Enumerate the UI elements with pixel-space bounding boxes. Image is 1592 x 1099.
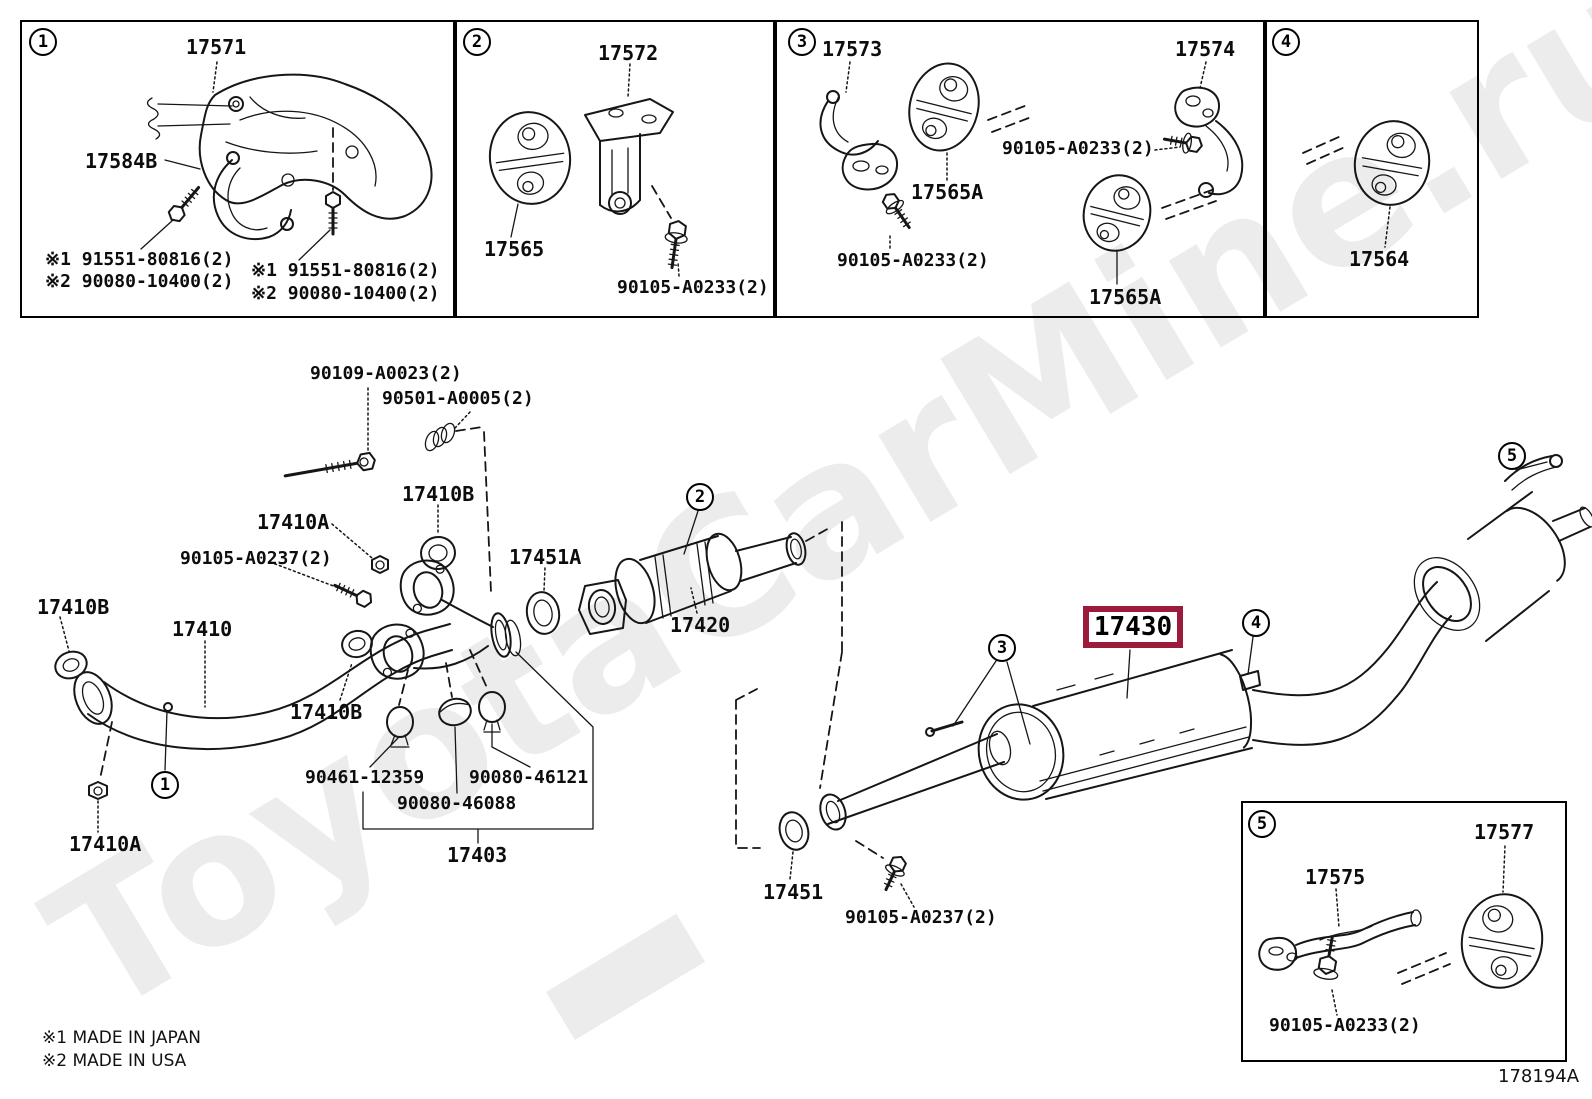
part-number-label: 17564 — [1349, 247, 1410, 271]
callout-number-5: 5 — [1498, 442, 1526, 470]
part-number-label: 17410A — [257, 510, 330, 534]
part-number-label: 90080-46088 — [397, 793, 517, 814]
part-number-label: 17410B — [37, 595, 110, 619]
catalytic-converter-illustration — [524, 511, 842, 848]
callout-number-4: 4 — [1242, 609, 1270, 637]
callout-number-3: 3 — [988, 634, 1016, 662]
part-number-label: 90105-A0233(2) — [1002, 138, 1154, 159]
note-made-in-japan: ※1 MADE IN JAPAN — [42, 1028, 201, 1048]
part-number-label: 17410A — [69, 832, 142, 856]
callout-number-2: 2 — [463, 28, 491, 56]
inset-box-4 — [1263, 20, 1479, 318]
part-number-label: ※2 90080-10400(2) — [251, 283, 440, 304]
callout-number-3: 3 — [788, 28, 816, 56]
tail-pipe-illustration — [1057, 455, 1592, 745]
part-number-label: 17573 — [822, 37, 883, 61]
flange-bolts-illustration — [284, 388, 491, 592]
callout-number-2: 2 — [686, 483, 714, 511]
part-number-label: ※1 91551-80816(2) — [251, 260, 440, 281]
callout-number-1: 1 — [151, 771, 179, 799]
part-number-label: 90105-A0233(2) — [617, 277, 769, 298]
part-number-label: 17565A — [911, 180, 984, 204]
hangers-rods-illustration — [820, 56, 1242, 284]
callout-number-5: 5 — [1248, 810, 1276, 838]
part-number-label: 17577 — [1474, 820, 1535, 844]
hanger-bracket-illustration — [484, 64, 689, 276]
part-number-label: 90109-A0023(2) — [310, 363, 462, 384]
part-number-label: 90105-A0233(2) — [1269, 1015, 1421, 1036]
inset-box-2 — [453, 20, 777, 318]
tailpipe-support-illustration — [1259, 846, 1549, 1015]
part-number-label: 17574 — [1175, 37, 1236, 61]
part-number-label: 17572 — [598, 41, 659, 65]
center-pipe-illustration — [270, 505, 593, 843]
part-number-label: 17410B — [290, 700, 363, 724]
inset-box-3 — [773, 20, 1267, 318]
part-number-label: ※2 90080-10400(2) — [45, 271, 234, 292]
note-made-in-usa: ※2 MADE IN USA — [42, 1051, 187, 1071]
part-number-label: 17584B — [85, 149, 158, 173]
part-number-label: 17571 — [186, 35, 247, 59]
highlighted-part-number[interactable]: 17430 — [1083, 606, 1183, 648]
part-number-label: 90105-A0237(2) — [180, 548, 332, 569]
part-number-label: 90501-A0005(2) — [382, 388, 534, 409]
part-number-label: 17451 — [763, 880, 824, 904]
middle-muffler-illustration — [776, 637, 1260, 907]
callout-number-4: 4 — [1272, 28, 1300, 56]
inset-box-5 — [1241, 801, 1567, 1062]
part-number-label: 17410B — [402, 482, 475, 506]
part-number-label: 17403 — [447, 843, 508, 867]
part-number-label: 17420 — [670, 613, 731, 637]
part-number-label: ※1 91551-80816(2) — [45, 249, 234, 270]
diagram-reference-code: 178194A — [1498, 1066, 1580, 1087]
inset-box-1 — [20, 20, 457, 318]
part-number-label: 17410 — [172, 617, 233, 641]
part-number-label: 17451A — [509, 545, 582, 569]
part-number-label: 90105-A0233(2) — [837, 250, 989, 271]
part-number-label: 90080-46121 — [469, 767, 589, 788]
part-number-label: 17565 — [484, 237, 545, 261]
part-number-label: 17575 — [1305, 865, 1366, 889]
part-number-label: 90105-A0237(2) — [845, 907, 997, 928]
callout-number-1: 1 — [29, 28, 57, 56]
hanger-illustration — [1303, 115, 1436, 247]
part-number-label: 17565A — [1089, 285, 1162, 309]
part-number-label: 90461-12359 — [305, 767, 425, 788]
heat-insulator-illustration — [141, 62, 431, 260]
